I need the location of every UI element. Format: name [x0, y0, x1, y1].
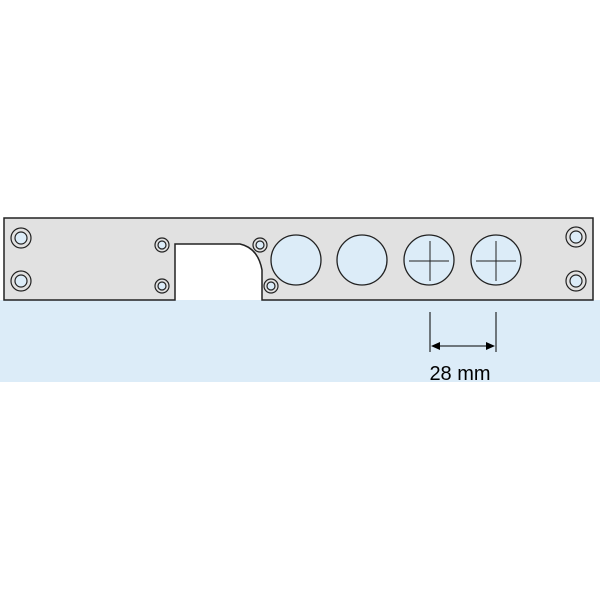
arrow-right-icon: [486, 342, 495, 350]
large-hole: [336, 234, 388, 286]
large-hole-with-crosshair: [403, 234, 455, 286]
small-screw-hole: [263, 278, 279, 294]
background-band: [0, 300, 600, 382]
small-screw-hole: [154, 278, 170, 294]
small-screw-hole: [252, 237, 268, 253]
dimension-label: 28 mm: [429, 363, 491, 385]
screw-hole: [565, 270, 587, 292]
dimension-line: [429, 312, 497, 352]
large-hole-with-crosshair: [470, 234, 522, 286]
screw-hole: [565, 226, 587, 248]
arrow-left-icon: [431, 342, 440, 350]
small-screw-hole: [154, 237, 170, 253]
large-hole: [270, 234, 322, 286]
screw-hole: [10, 227, 32, 249]
screw-hole: [10, 270, 32, 292]
